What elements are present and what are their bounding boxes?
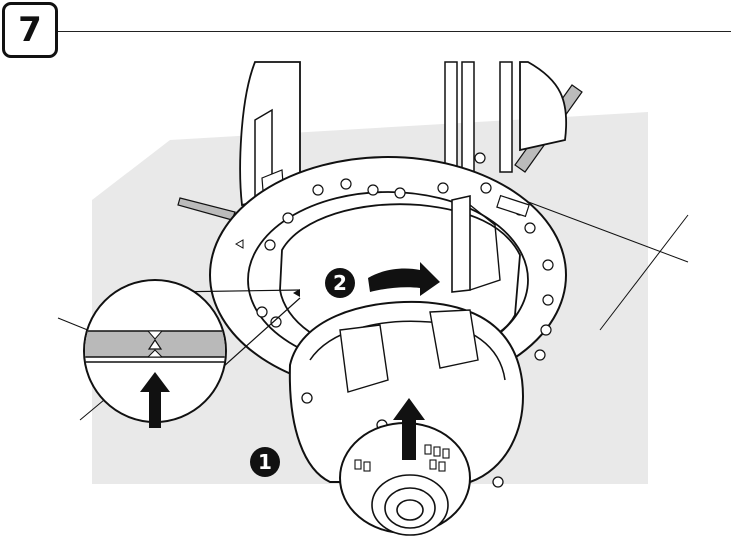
camera-screw-2 bbox=[492, 476, 504, 488]
ring-tab bbox=[496, 194, 530, 218]
callout-1: 1 bbox=[250, 447, 280, 477]
magnifier-triangle bbox=[147, 338, 163, 350]
magnifier-up-arrow-icon bbox=[140, 372, 170, 428]
alignment-mark-icon-2 bbox=[293, 289, 300, 297]
lens-glass bbox=[396, 499, 424, 521]
camera-screw-1 bbox=[301, 392, 313, 404]
guide-line-right-lower bbox=[599, 214, 689, 331]
camera-bracket-right bbox=[429, 309, 479, 369]
camera-inner-frame bbox=[309, 320, 506, 381]
pipe-right bbox=[499, 61, 513, 173]
arm-bracket bbox=[451, 195, 471, 293]
magnifier-notch-bottom bbox=[146, 349, 164, 358]
callout-2: 2 bbox=[325, 268, 355, 298]
pipe-left bbox=[444, 61, 458, 173]
rotate-arrow-icon bbox=[368, 262, 440, 296]
header-rule bbox=[58, 31, 731, 32]
pipe-mid bbox=[461, 61, 475, 173]
magnifier-notch-top bbox=[146, 330, 164, 340]
ring-screws bbox=[256, 152, 554, 361]
push-up-arrow-icon bbox=[393, 398, 425, 460]
step-number-badge: 7 bbox=[2, 2, 58, 58]
rear-housing-right bbox=[519, 61, 568, 152]
lens-vents bbox=[354, 444, 450, 472]
alignment-mark-icon bbox=[234, 239, 244, 249]
camera-bracket-left bbox=[339, 324, 389, 393]
arm-bracket-side bbox=[469, 204, 501, 291]
